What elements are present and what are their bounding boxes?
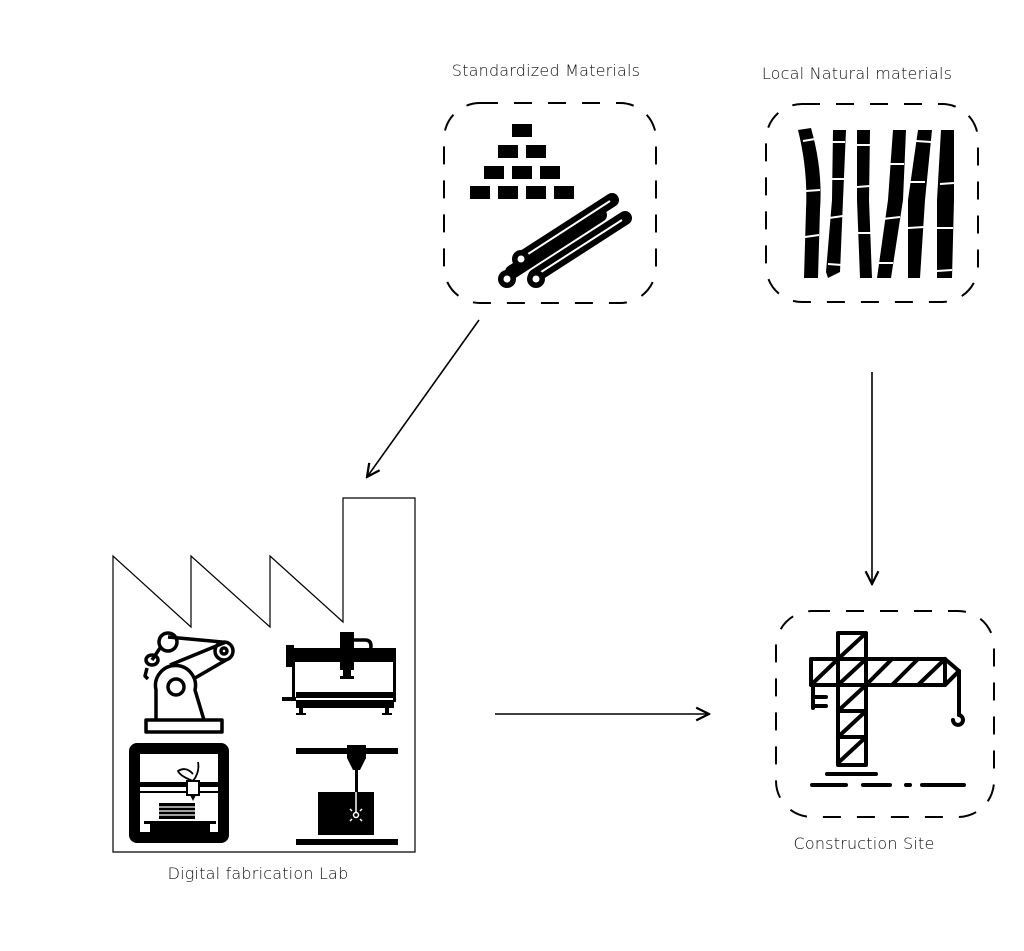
factory-outline [112,497,416,853]
fablab-node [112,497,416,853]
bricks-icon [470,124,574,199]
cnc-router-icon [282,632,396,715]
natural-materials-label: Local Natural materials [761,64,953,83]
laser-cutter-icon [296,745,398,845]
arrow-standardized-to-fablab [367,319,480,477]
dashed-frame [775,610,995,818]
fablab-label: Digital fabrication Lab [167,864,349,883]
natural-materials-node [765,103,979,303]
pipes-icon [498,193,632,288]
dashed-frame [443,102,657,304]
standardized-materials-node [443,102,657,304]
robotic-arm-icon [143,631,235,734]
construction-site-label: Construction Site [793,834,935,853]
tower-crane-icon [809,631,966,787]
standardized-materials-label: Standardized Materials [451,61,641,80]
3d-printer-icon [129,743,229,843]
construction-site-node [775,610,995,818]
dashed-frame [765,103,979,303]
bamboo-icon [798,128,955,278]
